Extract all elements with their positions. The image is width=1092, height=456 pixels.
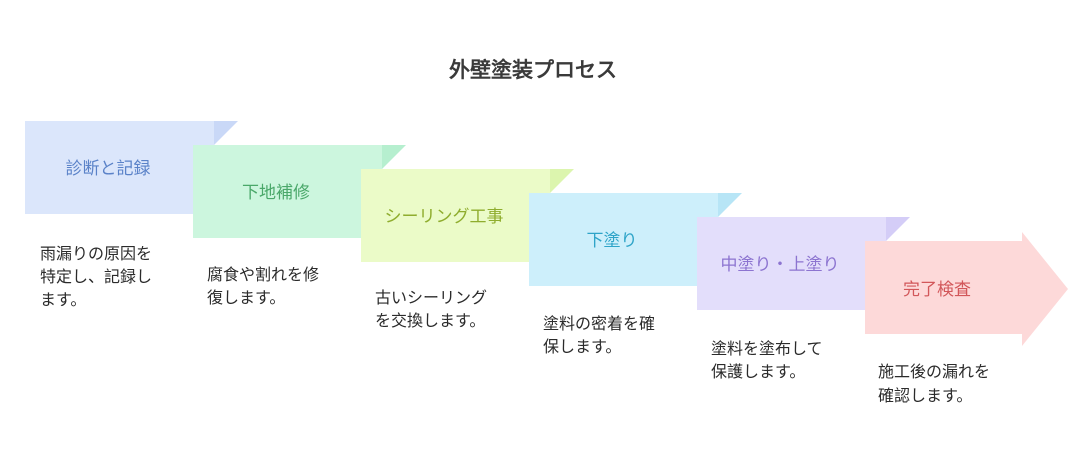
step-description-line: 塗料を塗布して [711,339,823,358]
step-box [361,169,550,262]
step-arrow [865,232,1068,346]
step-box [697,217,886,310]
step-description-line: ます。 [40,290,86,309]
step-final-inspection: 完了検査 施工後の漏れを 確認します。 [865,232,1068,405]
step-label: 下地補修 [242,183,310,203]
step-box [529,193,718,286]
step-label: 完了検査 [903,280,971,300]
step-label: 診断と記録 [66,159,151,179]
step-description-line: 施工後の漏れを [878,362,990,381]
step-description-line: を交換します。 [375,311,485,330]
step-description-line: 古いシーリング [375,288,487,307]
step-description-line: 復します。 [207,288,285,307]
step-label: 下塗り [587,230,638,251]
step-description-line: 塗料の密着を確 [543,314,655,333]
step-middle-top-coat: 中塗り・上塗り 塗料を塗布して 保護します。 [697,217,910,381]
step-box [193,145,382,238]
step-description-line: 保します。 [543,337,621,356]
step-base-repair: 下地補修 腐食や割れを修 復します。 [193,145,406,307]
step-label: 中塗り・上塗り [721,254,840,275]
step-description-line: 雨漏りの原因を [40,244,152,263]
step-description-line: 確認します。 [878,386,972,405]
step-description-line: 保護します。 [711,362,805,381]
step-sealing: シーリング工事 古いシーリング を交換します。 [361,169,574,330]
step-box [25,121,214,214]
step-description-line: 腐食や割れを修 [207,265,319,284]
step-label: シーリング工事 [385,207,504,227]
step-diagnosis: 診断と記録 雨漏りの原因を 特定し、記録し ます。 [25,121,238,309]
step-description-line: 特定し、記録し [40,267,152,286]
step-undercoat: 下塗り 塗料の密着を確 保します。 [529,193,742,356]
diagram-title: 外壁塗装プロセス [449,58,617,82]
